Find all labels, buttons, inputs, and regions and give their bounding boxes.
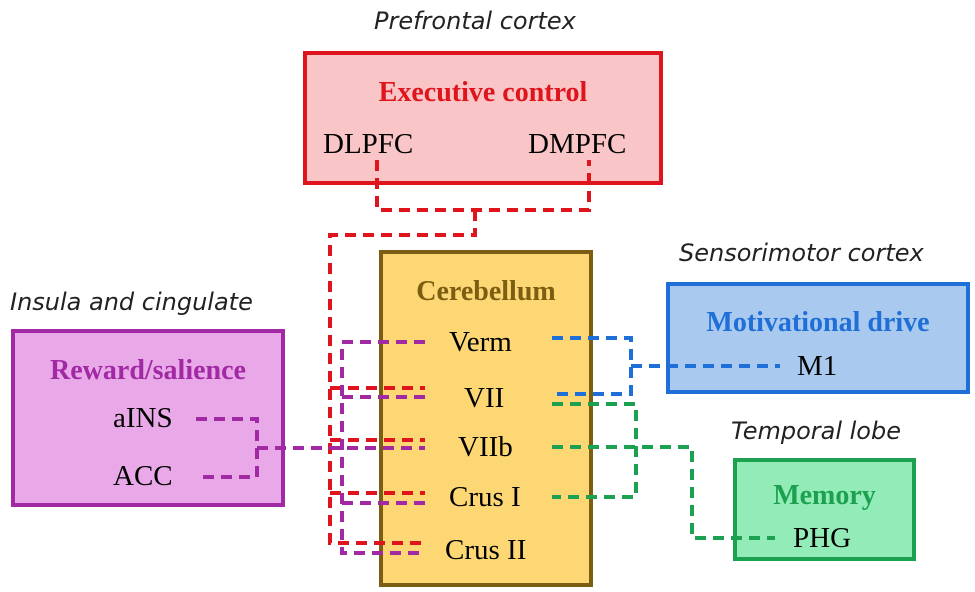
temporal-lobe-label: Temporal lobe bbox=[731, 417, 901, 445]
node-dmpfc: DMPFC bbox=[528, 128, 627, 160]
insula-cingulate-label: Insula and cingulate bbox=[10, 288, 253, 316]
green-link-crus bbox=[552, 402, 638, 499]
motivational-drive-title: Motivational drive bbox=[706, 307, 930, 338]
node-phg: PHG bbox=[793, 522, 852, 554]
node-crus-i: Crus I bbox=[449, 481, 521, 513]
executive-control-title: Executive control bbox=[378, 77, 588, 108]
prefrontal-cortex-label: Prefrontal cortex bbox=[374, 7, 576, 35]
node-ains: aINS bbox=[113, 402, 173, 434]
red-link-dlpfc bbox=[375, 160, 591, 212]
purple-link-spine bbox=[340, 340, 425, 555]
node-crus-ii: Crus II bbox=[445, 534, 527, 566]
motivational-drive-box: Motivational drive bbox=[666, 282, 970, 394]
blue-link-m1 bbox=[552, 336, 633, 396]
node-viib: VIIb bbox=[458, 431, 513, 463]
sensorimotor-cortex-label: Sensorimotor cortex bbox=[679, 239, 924, 267]
executive-control-box: Executive control bbox=[303, 51, 663, 185]
cerebellum-box: Cerebellum bbox=[379, 250, 593, 587]
node-vii: VII bbox=[464, 382, 505, 414]
red-link-trunk bbox=[328, 210, 477, 545]
node-acc: ACC bbox=[113, 460, 173, 492]
node-dlpfc: DLPFC bbox=[323, 128, 414, 160]
purple-link-ains-acc bbox=[196, 417, 259, 479]
node-verm: Verm bbox=[449, 326, 512, 358]
node-m1: M1 bbox=[797, 350, 838, 382]
memory-title: Memory bbox=[773, 480, 876, 511]
reward-salience-title: Reward/salience bbox=[50, 355, 246, 386]
memory-box: Memory bbox=[733, 458, 916, 561]
green-link-phg bbox=[552, 445, 775, 540]
cerebellum-title: Cerebellum bbox=[416, 276, 556, 307]
